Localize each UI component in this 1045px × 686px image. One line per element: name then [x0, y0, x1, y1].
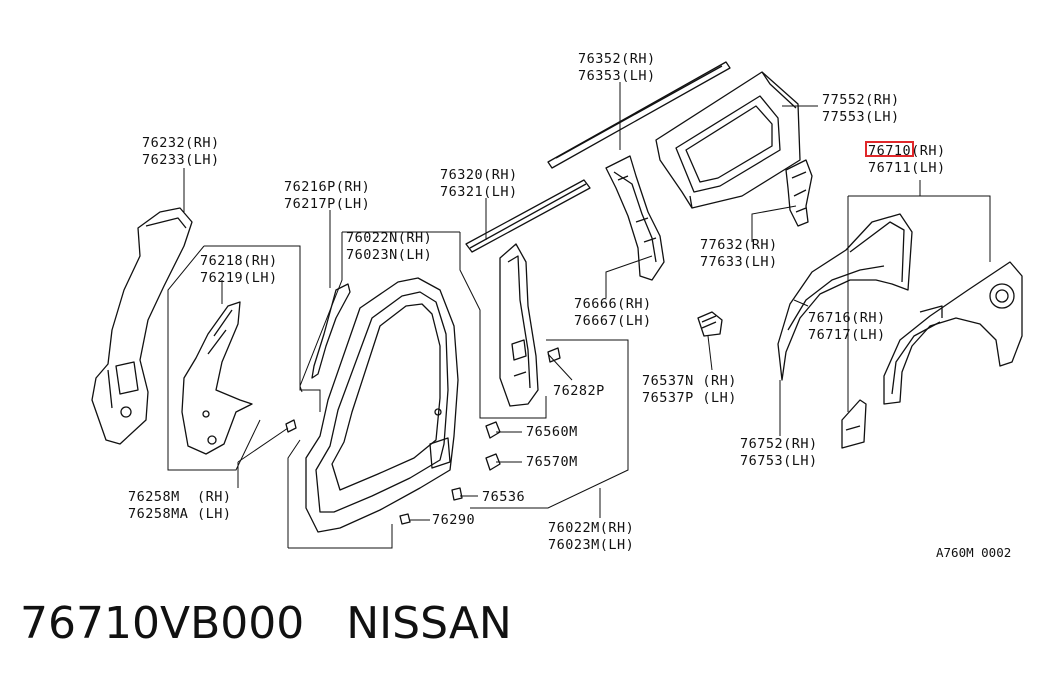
callout-76022m: 76022M(RH) 76023M(LH)	[548, 520, 634, 553]
leader-lines	[167, 82, 991, 549]
pillar-strip-part	[311, 283, 351, 379]
rear-pillar-inner-part	[785, 159, 813, 227]
callout-76022n: 76022N(RH) 76023N(LH)	[346, 230, 432, 263]
callout-line: 76282P	[553, 383, 605, 399]
parts-diagram: 76352(RH) 76353(LH) 77552(RH) 77553(LH) …	[91, 51, 1023, 560]
callout-line: 76217P(LH)	[284, 196, 370, 212]
callout-76352: 76352(RH) 76353(LH)	[578, 51, 656, 84]
callout-77632: 77632(RH) 77633(LH)	[700, 237, 778, 270]
callout-line: 76023M(LH)	[548, 537, 634, 553]
wheel-house-outer-part	[777, 213, 913, 381]
callout-line: 76537N (RH)	[642, 373, 737, 389]
callout-line: 76666(RH)	[574, 296, 652, 312]
part-number: 76710VB000	[20, 598, 305, 649]
callout-line: 76752(RH)	[740, 436, 818, 452]
b-pillar-inner-part	[499, 243, 539, 407]
callout-line: 76233(LH)	[142, 152, 220, 168]
center-pillar-part	[605, 155, 665, 281]
callout-line: 76258MA (LH)	[128, 506, 232, 522]
clip-76258-part	[285, 419, 297, 433]
callout-line: 76290	[432, 512, 475, 528]
callout-line: 76536	[482, 489, 525, 505]
clip-76290-part	[399, 513, 411, 525]
callout-line: 76710(RH)	[868, 143, 946, 159]
callout-76290: 76290	[432, 512, 475, 528]
roof-side-rail-part	[465, 179, 591, 253]
callout-line: 77632(RH)	[700, 237, 778, 253]
callout-76716: 76716(RH) 76717(LH)	[808, 310, 886, 343]
callout-76536: 76536	[482, 489, 525, 505]
callout-line: 77633(LH)	[700, 254, 778, 270]
callout-77552: 77552(RH) 77553(LH)	[822, 92, 900, 125]
callout-line: 77552(RH)	[822, 92, 900, 108]
highlight-box	[865, 141, 914, 157]
front-pillar-part	[91, 207, 193, 445]
callout-line: 76711(LH)	[868, 160, 946, 176]
bracket-76537-part	[697, 311, 723, 337]
callout-line: 76753(LH)	[740, 453, 818, 469]
callout-76232: 76232(RH) 76233(LH)	[142, 135, 220, 168]
callout-line: 76716(RH)	[808, 310, 886, 326]
rear-quarter-panel-part	[883, 261, 1023, 405]
callout-76258: 76258M (RH) 76258MA (LH)	[128, 489, 232, 522]
callout-76537: 76537N (RH) 76537P (LH)	[642, 373, 737, 406]
callout-line: 76320(RH)	[440, 167, 518, 183]
callout-76710: 76710(RH) 76711(LH)	[865, 141, 946, 176]
plug-76560-part	[485, 421, 501, 439]
callout-76218: 76218(RH) 76219(LH)	[200, 253, 278, 286]
callout-line: 76353(LH)	[578, 68, 656, 84]
callout-line: 76219(LH)	[200, 270, 278, 286]
callout-line: 76717(LH)	[808, 327, 886, 343]
callout-line: 76022M(RH)	[548, 520, 634, 536]
callout-line: 76570M	[526, 454, 578, 470]
callout-76216: 76216P(RH) 76217P(LH)	[284, 179, 370, 212]
clip-76536-part	[451, 487, 463, 501]
callout-76560: 76560M	[526, 424, 578, 440]
splash-shield-part	[841, 399, 867, 449]
callout-line: 77553(LH)	[822, 109, 900, 125]
callout-76282: 76282P	[553, 383, 605, 399]
callout-line: 76232(RH)	[142, 135, 220, 151]
callout-76320: 76320(RH) 76321(LH)	[440, 167, 518, 200]
clip-76282-part	[547, 347, 561, 363]
callout-line: 76667(LH)	[574, 313, 652, 329]
brand-name: NISSAN	[346, 598, 512, 649]
callout-76666: 76666(RH) 76667(LH)	[574, 296, 652, 329]
body-side-outer-part	[305, 277, 459, 533]
callout-line: 76216P(RH)	[284, 179, 370, 195]
callout-line: 76321(LH)	[440, 184, 518, 200]
callout-line: 76022N(RH)	[346, 230, 432, 246]
callout-76570: 76570M	[526, 454, 578, 470]
callout-line: 76537P (LH)	[642, 390, 737, 406]
callout-line: 76560M	[526, 424, 578, 440]
pillar-reinforcement-part	[181, 301, 253, 455]
callout-line: 76352(RH)	[578, 51, 656, 67]
callout-line: 76023N(LH)	[346, 247, 432, 263]
callout-76752: 76752(RH) 76753(LH)	[740, 436, 818, 469]
diagram-code: A760M 0002	[936, 545, 1011, 560]
roof-rail-strip-part	[547, 61, 731, 169]
callout-line: 76218(RH)	[200, 253, 278, 269]
plug-76570-part	[485, 453, 501, 471]
caption: 76710VB000 NISSAN	[20, 598, 512, 649]
rear-window-frame-part	[655, 71, 801, 209]
callout-line: 76258M (RH)	[128, 489, 232, 505]
